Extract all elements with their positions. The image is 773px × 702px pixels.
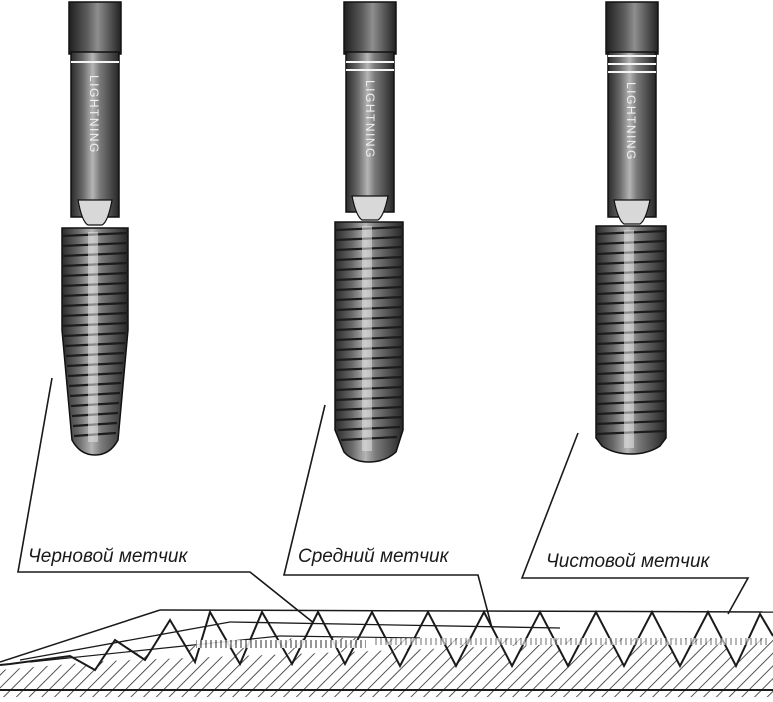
tap-finish-neck — [613, 199, 651, 225]
label-finish: Чистовой метчик — [546, 551, 711, 572]
cut-strip-2 — [372, 638, 767, 645]
cut-strip-1 — [196, 640, 366, 648]
tap-rough-brand: LIGHTNING — [87, 75, 101, 154]
tap-rough-neck — [77, 199, 113, 226]
tap-finish-head — [605, 1, 659, 55]
tap-middle-flute — [362, 226, 372, 451]
tap-finish-flute — [624, 230, 634, 448]
leader-finish — [520, 432, 750, 615]
thread-section — [0, 609, 773, 697]
leader-rough — [17, 377, 336, 641]
tap-rough-flute — [88, 232, 98, 442]
label-finish-group: Чистовой метчик — [520, 432, 750, 615]
thread-section-hatch — [0, 638, 773, 697]
tap-rough-head — [68, 1, 122, 55]
envelope-middle-flat — [279, 635, 421, 639]
tap-middle-brand: LIGHTNING — [363, 80, 377, 159]
tap-rough: LIGHTNING — [61, 1, 129, 456]
leader-middle — [282, 404, 493, 629]
tap-middle: LIGHTNING — [334, 1, 404, 463]
tap-finish: LIGHTNING — [595, 1, 667, 455]
tap-rough-shank — [70, 51, 120, 218]
envelope-top — [159, 609, 773, 613]
envelope-rough-flat — [229, 621, 561, 629]
tap-middle-head — [343, 1, 397, 55]
label-middle: Средний метчик — [298, 546, 450, 567]
label-rough-group: Черновой метчик — [17, 377, 336, 641]
tap-finish-brand: LIGHTNING — [624, 82, 638, 161]
tap-middle-shank — [345, 51, 395, 213]
tap-middle-neck — [351, 195, 389, 221]
envelope-rough — [19, 621, 231, 661]
label-rough: Черновой метчик — [28, 546, 188, 567]
envelope-outer — [0, 609, 161, 663]
label-middle-group: Средний метчик — [282, 404, 493, 629]
